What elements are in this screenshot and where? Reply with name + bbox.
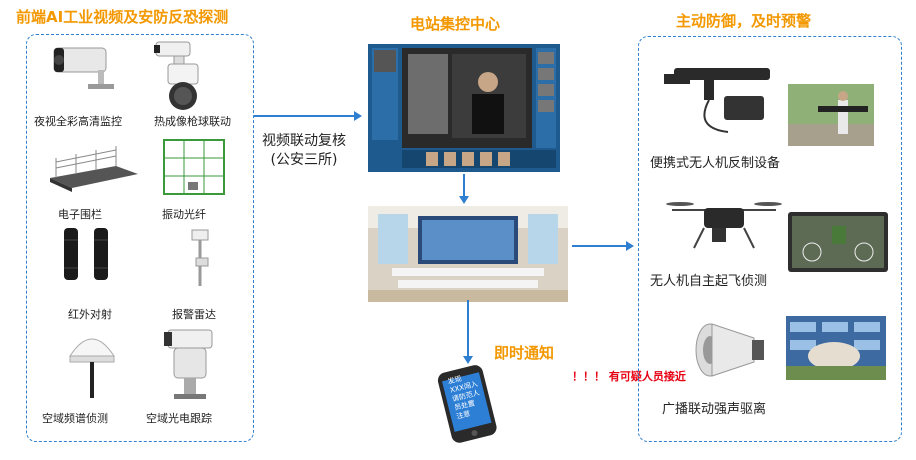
notify-label: 即时通知: [494, 344, 555, 362]
ptz-camera-icon: [154, 41, 199, 110]
spectrum-detector-icon: [69, 338, 115, 398]
alert-text: ！！！ 有可疑人员接近: [572, 370, 686, 383]
device-label: 热成像枪球联动: [154, 115, 231, 128]
device-label: 电子围栏: [58, 208, 102, 221]
loudspeaker-icon: [695, 323, 764, 377]
device-label: 便携式无人机反制设备: [650, 156, 781, 171]
camera-icon: [53, 47, 114, 89]
anti-drone-photo: [788, 84, 874, 146]
arrow-down: [459, 174, 469, 204]
control-room-image: [368, 206, 568, 302]
device-label: 无人机自主起飞侦测: [650, 274, 768, 289]
right-section-title: 主动防御，及时预警: [676, 12, 812, 30]
fence-icon: [50, 146, 138, 192]
optoelectronic-tracker-icon: [164, 329, 213, 399]
drone-icon: [666, 202, 782, 249]
right-device-panel: [638, 36, 902, 442]
left-section-title: 前端AI工业视频及安防反恐探测: [16, 8, 229, 26]
anti-drone-gun-icon: [664, 68, 770, 133]
smartphone-icon: [437, 365, 497, 443]
device-label: 广播联动强声驱离: [662, 402, 767, 417]
infrared-beam-icon: [64, 228, 108, 280]
device-label: 红外对射: [68, 308, 112, 321]
link-label: 视频联动复核 (公安三所): [262, 133, 346, 168]
device-label: 空域光电跟踪: [146, 412, 212, 425]
device-label: 空域频谱侦测: [42, 412, 108, 425]
arrow-right: [254, 111, 362, 121]
video-monitoring-screen: [368, 44, 560, 172]
radar-icon: [191, 229, 209, 286]
center-section-title: 电站集控中心: [410, 15, 501, 33]
fiber-fence-icon: [163, 139, 225, 195]
arrow-down-2: [463, 300, 473, 364]
solar-field-photo: [786, 316, 886, 380]
arrow-right-2: [572, 241, 634, 251]
device-label: 报警雷达: [172, 308, 216, 321]
device-label: 振动光纤: [162, 208, 206, 221]
drone-control-screen: [788, 212, 888, 272]
device-label: 夜视全彩高清监控: [34, 115, 122, 128]
left-device-panel: [26, 34, 254, 442]
